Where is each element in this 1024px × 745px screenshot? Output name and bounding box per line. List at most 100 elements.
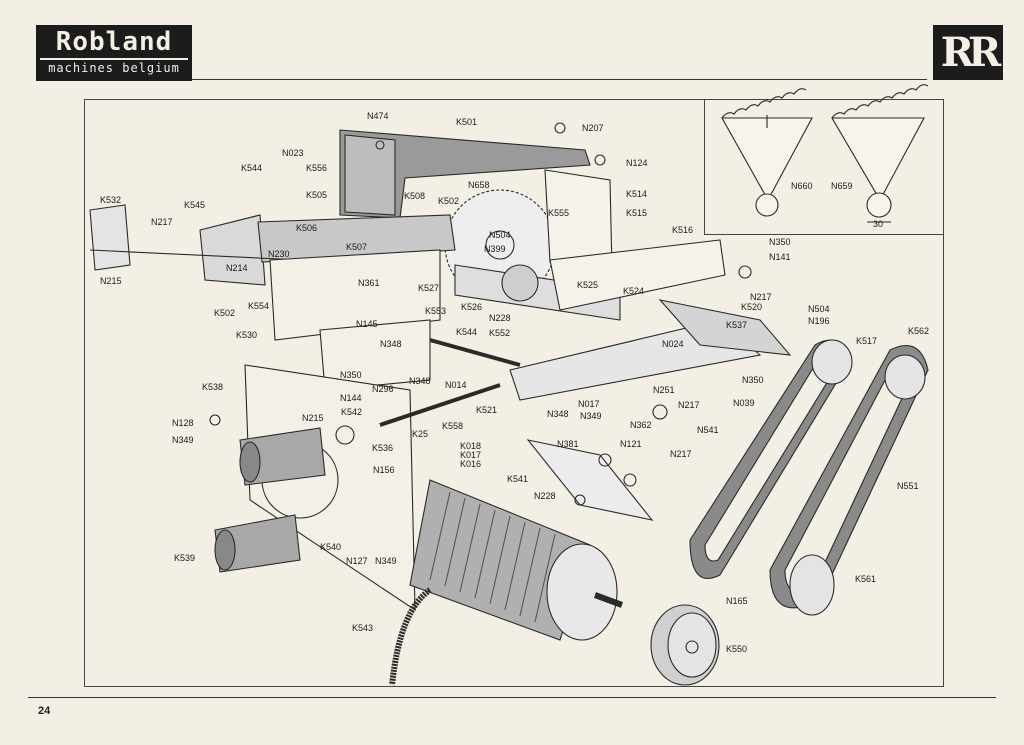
part-label: N165	[726, 596, 748, 606]
part-label: K527	[418, 283, 440, 293]
part-label: K501	[456, 117, 478, 127]
page-number: 24	[38, 705, 51, 717]
part-label: K018	[460, 441, 482, 451]
part-label: N230	[268, 249, 290, 259]
part-label: N128	[172, 418, 194, 428]
footer-rule	[28, 697, 996, 698]
part-label: K517	[856, 336, 878, 346]
part-label: K561	[855, 574, 877, 584]
part-label: K25	[412, 429, 429, 439]
part-label: N251	[653, 385, 675, 395]
part-label: K502	[438, 196, 460, 206]
part-label: K537	[726, 320, 748, 330]
part-label: N349	[172, 435, 194, 445]
part-label: K521	[476, 405, 498, 415]
brand-logo: Robland machines belgium	[36, 25, 192, 81]
part-label: 30	[873, 219, 884, 229]
blade-guard	[339, 129, 591, 219]
blade-sector-n659	[831, 84, 929, 223]
part-label: K505	[306, 190, 328, 200]
part-label: K532	[100, 195, 122, 205]
motor-bracket	[244, 364, 416, 612]
part-label: N215	[100, 276, 122, 286]
part-label: K525	[577, 280, 599, 290]
part-label: N024	[662, 339, 684, 349]
part-label: K515	[626, 208, 648, 218]
part-label: K514	[626, 189, 648, 199]
part-label: N348	[409, 376, 431, 386]
part-label: N215	[302, 413, 324, 423]
blade-detail-inset	[704, 99, 944, 235]
brand-divider	[40, 58, 188, 60]
part-label: K550	[726, 644, 748, 654]
part-label: K538	[202, 382, 224, 392]
part-label: N399	[484, 244, 506, 254]
part-label: N659	[831, 181, 853, 191]
part-label: N350	[340, 370, 362, 380]
part-label: N504	[808, 304, 830, 314]
part-label: K558	[442, 421, 464, 431]
part-label: N660	[791, 181, 813, 191]
part-label: N381	[557, 439, 579, 449]
rr-logo: RR	[933, 25, 1003, 80]
part-label: N121	[620, 439, 642, 449]
part-label: N145	[356, 319, 378, 329]
part-label: N348	[547, 409, 569, 419]
part-label: N296	[372, 384, 394, 394]
part-label: K542	[341, 407, 363, 417]
part-label: N127	[346, 556, 368, 566]
part-label: N214	[226, 263, 248, 273]
part-label: N023	[282, 148, 304, 158]
part-label: K553	[425, 306, 447, 316]
part-label: N039	[733, 398, 755, 408]
part-label: K520	[741, 302, 763, 312]
part-label: K555	[548, 208, 570, 218]
part-label: K554	[248, 301, 270, 311]
part-label: K552	[489, 328, 511, 338]
part-label: N196	[808, 316, 830, 326]
part-label: K536	[372, 443, 394, 453]
part-label: K526	[461, 302, 483, 312]
part-label: N217	[678, 400, 700, 410]
part-label: K530	[236, 330, 258, 340]
part-label: N124	[626, 158, 648, 168]
part-label: K543	[352, 623, 374, 633]
part-label: N350	[769, 237, 791, 247]
part-label: K545	[184, 200, 206, 210]
part-label: N228	[489, 313, 511, 323]
part-label: N361	[358, 278, 380, 288]
part-label: K562	[908, 326, 930, 336]
part-label: N348	[380, 339, 402, 349]
part-label: N217	[750, 292, 772, 302]
part-label: K556	[306, 163, 328, 173]
part-label: K544	[456, 327, 478, 337]
part-label: K524	[623, 286, 645, 296]
part-label: K502	[214, 308, 236, 318]
part-label: N217	[670, 449, 692, 459]
part-label: N658	[468, 180, 490, 190]
part-label: N474	[367, 111, 389, 121]
part-label: K544	[241, 163, 263, 173]
part-label: K016	[460, 459, 482, 469]
part-label: N217	[151, 217, 173, 227]
part-label: N349	[375, 556, 397, 566]
part-label: K017	[460, 450, 482, 460]
part-label: K540	[320, 542, 342, 552]
part-label: K539	[174, 553, 196, 563]
part-label: K516	[672, 225, 694, 235]
part-label: N228	[534, 491, 556, 501]
part-label: N350	[742, 375, 764, 385]
diagram-frame	[84, 99, 944, 687]
brand-subtitle: machines belgium	[48, 61, 180, 75]
part-label: N141	[769, 252, 791, 262]
part-label: N541	[697, 425, 719, 435]
part-label: K506	[296, 223, 318, 233]
part-label: N014	[445, 380, 467, 390]
part-label: N017	[578, 399, 600, 409]
part-label: N362	[630, 420, 652, 430]
header-rule	[192, 79, 927, 80]
pulley-k561	[789, 554, 835, 616]
part-label: N207	[582, 123, 604, 133]
